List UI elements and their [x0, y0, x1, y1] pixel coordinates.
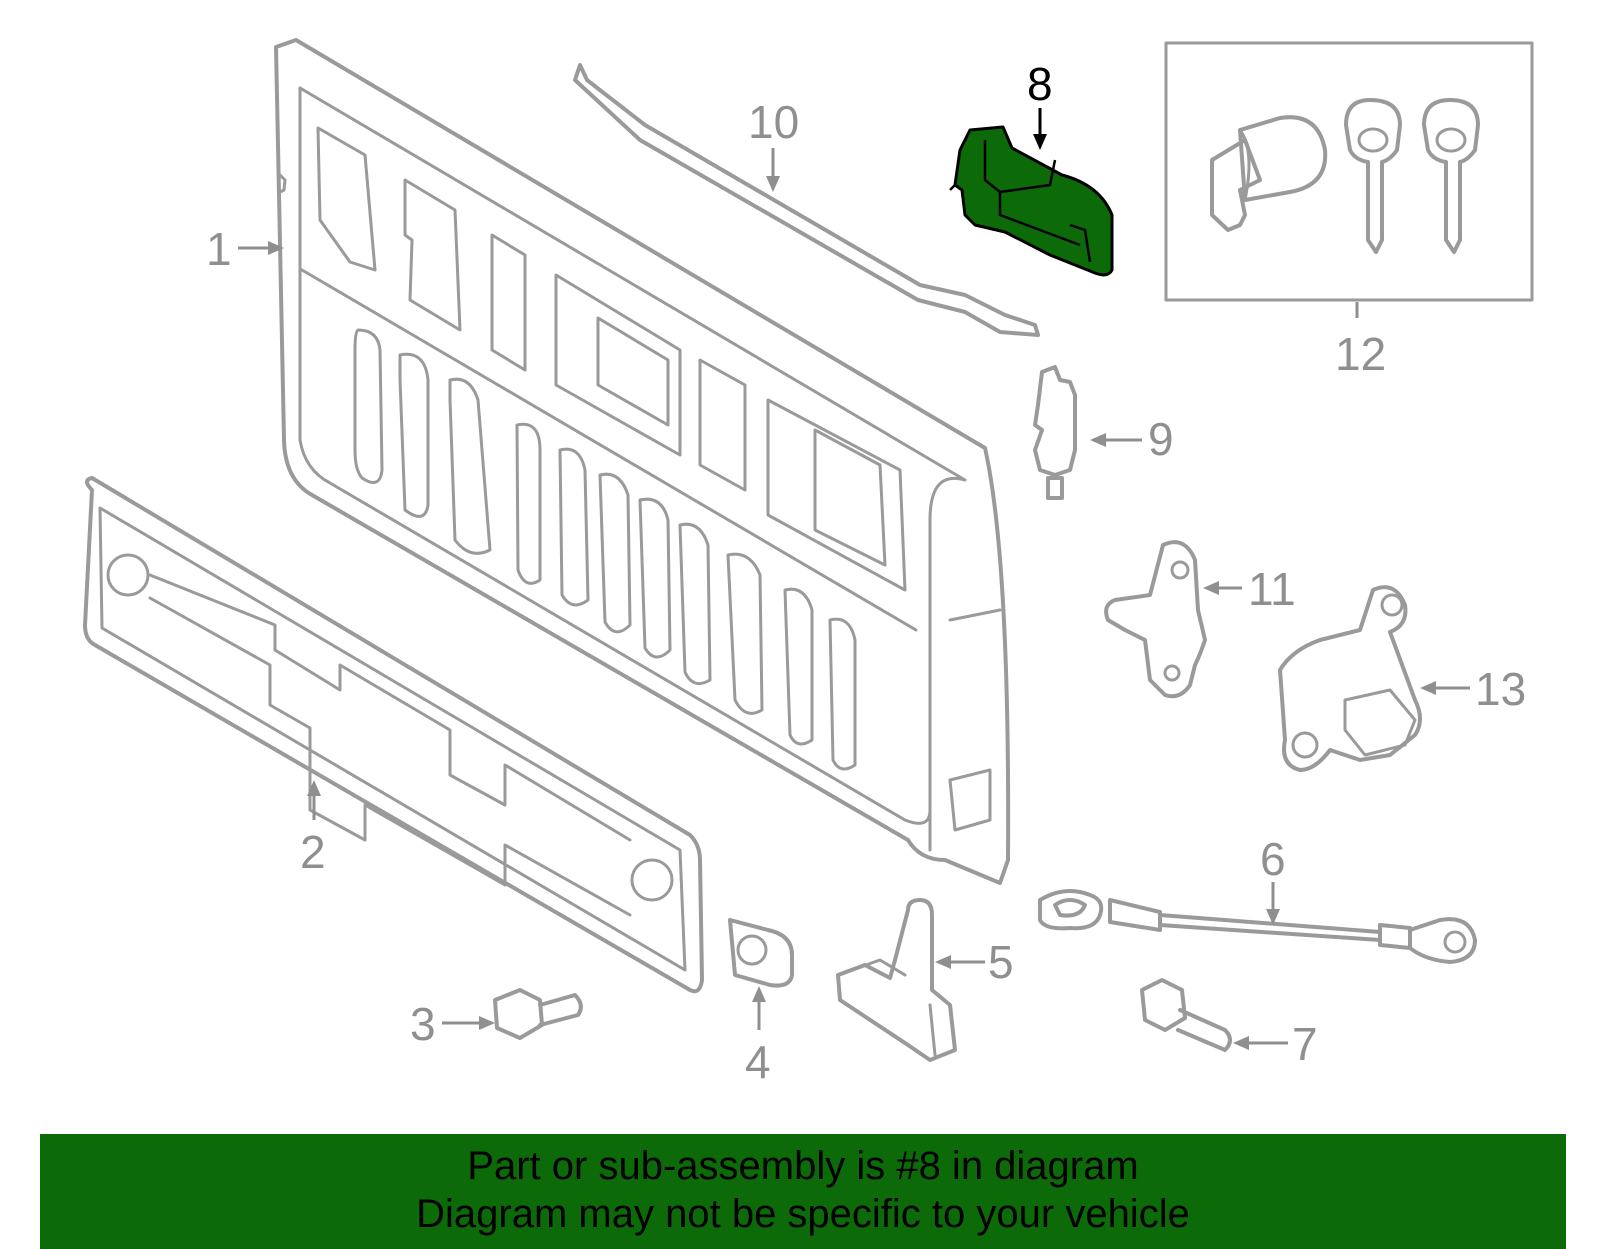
part-8-shape: [953, 125, 1114, 277]
banner-line-1: Part or sub-assembly is #8 in diagram: [467, 1144, 1139, 1188]
svg-text:6: 6: [1260, 833, 1286, 885]
part-3-bolt[interactable]: [493, 988, 583, 1040]
callout-13: 13: [1420, 663, 1526, 715]
banner-line-2: Diagram may not be specific to your vehi…: [416, 1192, 1190, 1236]
part-8-handle-assembly-highlighted[interactable]: [949, 125, 1114, 277]
callout-3: 3: [410, 998, 495, 1050]
part-13-hinge-housing[interactable]: [1278, 585, 1422, 772]
svg-text:12: 12: [1335, 328, 1386, 380]
svg-text:11: 11: [1248, 563, 1296, 615]
callout-9: 9: [1090, 413, 1174, 465]
info-banner: Part or sub-assembly is #8 in diagram Di…: [40, 1134, 1566, 1249]
part-7-bolt[interactable]: [1140, 978, 1232, 1052]
svg-text:3: 3: [410, 998, 436, 1050]
part-6-support-cable[interactable]: [1038, 889, 1477, 964]
svg-text:13: 13: [1475, 663, 1526, 715]
svg-text:5: 5: [988, 936, 1014, 988]
svg-text:9: 9: [1148, 413, 1174, 465]
part-11-bracket[interactable]: [1104, 540, 1207, 699]
svg-text:1: 1: [206, 223, 232, 275]
part-9-latch-switch[interactable]: [1033, 365, 1077, 500]
part-1-tailgate[interactable]: [274, 38, 1011, 885]
callout-2: 2: [300, 780, 326, 878]
part-12-lock-and-keys[interactable]: [1164, 41, 1534, 302]
callout-4: 4: [745, 986, 771, 1088]
part-10-rod[interactable]: [573, 63, 1040, 337]
svg-text:2: 2: [300, 826, 326, 878]
callout-7: 7: [1233, 1018, 1318, 1070]
callout-8-highlighted: 8: [1027, 58, 1053, 150]
part-5-hinge[interactable]: [836, 898, 957, 1062]
svg-text:4: 4: [745, 1036, 771, 1088]
part-4-clip[interactable]: [728, 918, 794, 988]
svg-text:8: 8: [1027, 58, 1053, 110]
callout-10: 10: [748, 96, 799, 192]
callout-6: 6: [1260, 833, 1286, 925]
callout-5: 5: [935, 936, 1014, 988]
svg-text:10: 10: [748, 96, 799, 148]
part-2-trim-panel[interactable]: [83, 476, 704, 994]
callout-1: 1: [206, 223, 284, 275]
callout-11: 11: [1203, 563, 1296, 615]
svg-text:7: 7: [1292, 1018, 1318, 1070]
callout-12: 12: [1335, 302, 1386, 380]
